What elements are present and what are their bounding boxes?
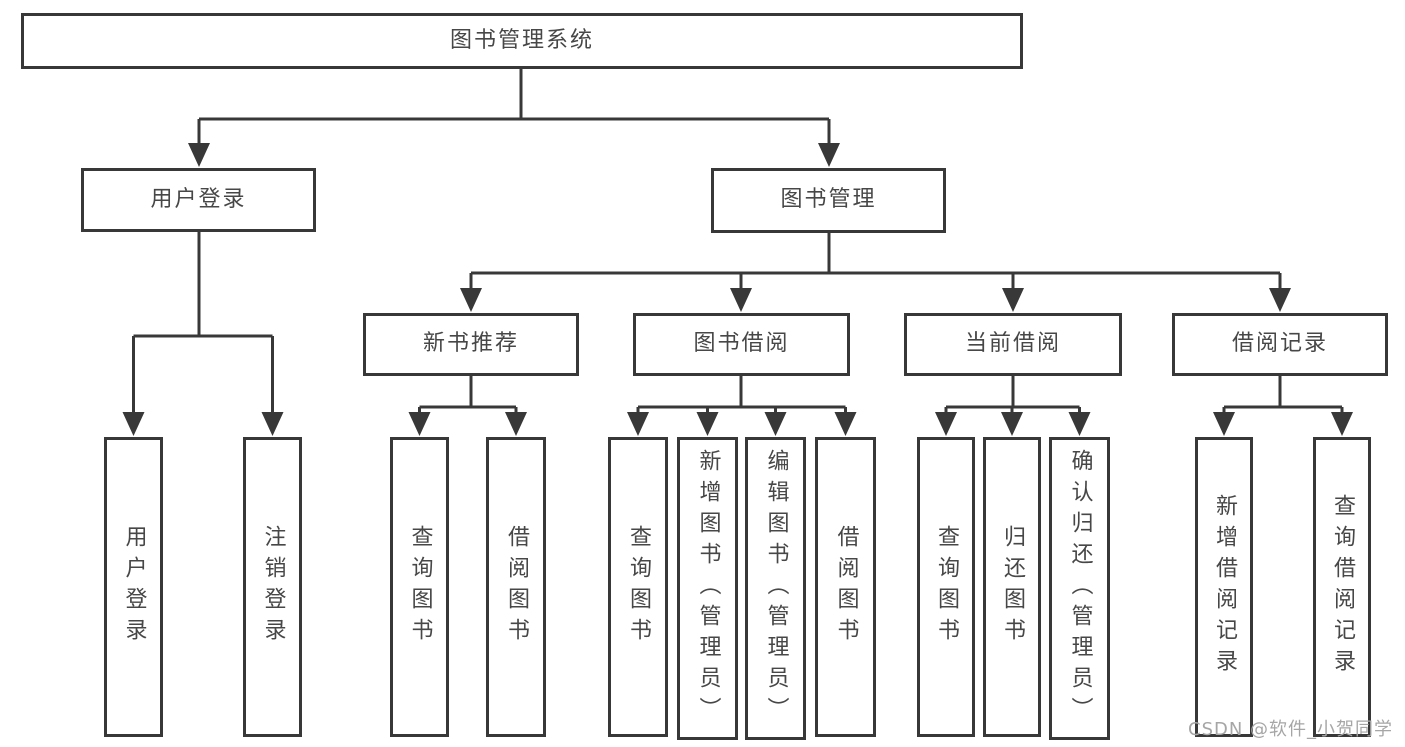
leaf-query-books-2-label: 查询图书	[626, 525, 651, 649]
leaf-query-books-1: 查询图书	[390, 437, 449, 737]
node-user-login-label: 用户登录	[150, 186, 247, 212]
leaf-return-books: 归还图书	[983, 437, 1041, 737]
leaf-query-books-2: 查询图书	[608, 437, 668, 737]
watermark: CSDN @软件_小贺同学	[1188, 719, 1394, 740]
leaf-borrow-books-1-label: 借阅图书	[504, 525, 529, 649]
node-book-management: 图书管理	[711, 168, 946, 233]
leaf-query-books-3: 查询图书	[917, 437, 975, 737]
node-borrow-records: 借阅记录	[1172, 313, 1388, 376]
node-current-borrowing: 当前借阅	[904, 313, 1122, 376]
leaf-add-borrow-record-label: 新增借阅记录	[1212, 494, 1237, 680]
node-library-management-system: 图书管理系统	[21, 13, 1023, 69]
node-book-management-label: 图书管理	[780, 187, 877, 213]
leaf-confirm-return-admin-label: 确认归还（管理员）	[1067, 449, 1093, 728]
leaf-borrow-books-2-label: 借阅图书	[833, 525, 859, 649]
leaf-add-books-admin: 新增图书（管理员）	[677, 437, 738, 740]
node-new-book-recommend-label: 新书推荐	[422, 331, 519, 357]
leaf-edit-books-admin-label: 编辑图书（管理员）	[763, 449, 789, 728]
node-current-borrowing-label: 当前借阅	[964, 331, 1061, 357]
node-book-borrowing-label: 图书借阅	[693, 331, 790, 357]
leaf-query-borrow-record-label: 查询借阅记录	[1330, 494, 1355, 680]
node-book-borrowing: 图书借阅	[633, 313, 850, 376]
leaf-borrow-books-1: 借阅图书	[486, 437, 546, 737]
leaf-query-books-3-label: 查询图书	[934, 525, 959, 649]
leaf-add-borrow-record: 新增借阅记录	[1195, 437, 1253, 737]
node-library-management-system-label: 图书管理系统	[449, 27, 594, 53]
leaf-logout-login-label: 注销登录	[260, 525, 286, 649]
leaf-logout-login: 注销登录	[243, 437, 302, 737]
leaf-query-books-1-label: 查询图书	[407, 525, 433, 649]
leaf-add-books-admin-label: 新增图书（管理员）	[695, 449, 721, 728]
leaf-user-login-label: 用户登录	[121, 525, 147, 649]
leaf-return-books-label: 归还图书	[1000, 525, 1025, 649]
node-user-login: 用户登录	[81, 168, 316, 232]
leaf-confirm-return-admin: 确认归还（管理员）	[1049, 437, 1110, 740]
leaf-user-login: 用户登录	[104, 437, 163, 737]
leaf-query-borrow-record: 查询借阅记录	[1313, 437, 1371, 737]
node-borrow-records-label: 借阅记录	[1231, 331, 1328, 357]
leaf-edit-books-admin: 编辑图书（管理员）	[745, 437, 806, 740]
node-new-book-recommend: 新书推荐	[363, 313, 579, 376]
leaf-borrow-books-2: 借阅图书	[815, 437, 876, 737]
